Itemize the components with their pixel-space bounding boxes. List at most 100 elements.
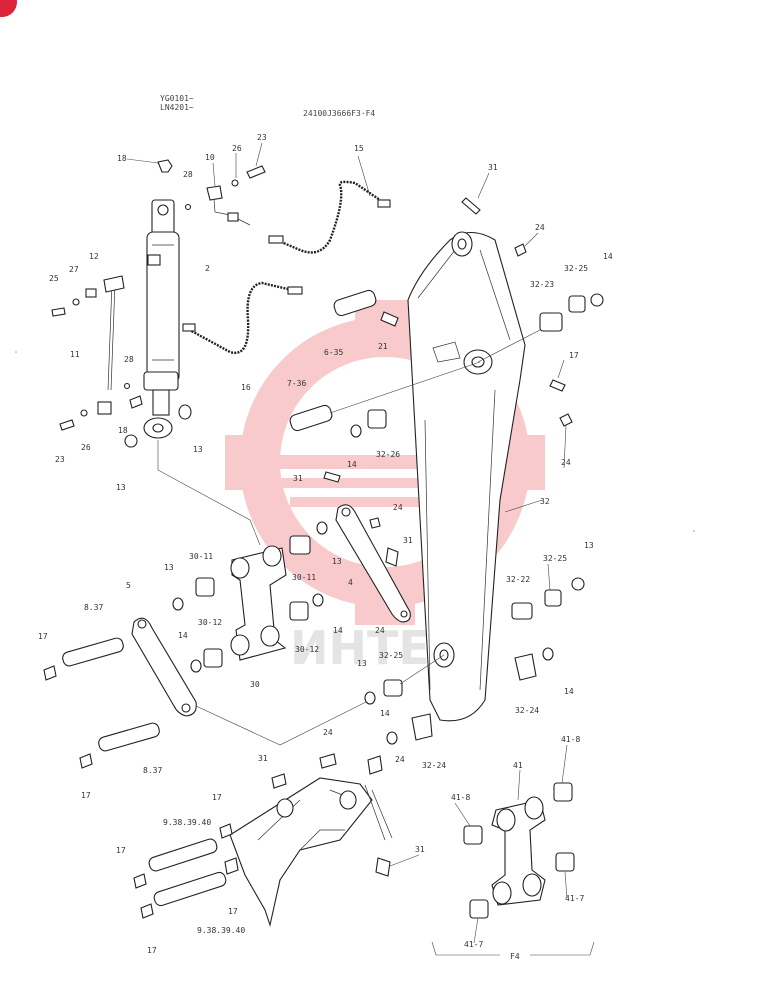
callout-label: 24 [393, 503, 403, 512]
callout-label: 14 [380, 709, 390, 718]
grease-fitting [157, 159, 173, 173]
pin-8-37-lower [98, 722, 160, 752]
callout-label: 30-11 [189, 552, 213, 561]
callout-label: 9.38.39.40 [197, 926, 245, 935]
callout-label: 17 [38, 632, 48, 641]
callout-label: 30-12 [295, 645, 319, 654]
callout-label: 32-23 [530, 280, 554, 289]
hydraulic-hose-15 [271, 180, 381, 254]
callout-label: 12 [89, 252, 99, 261]
callout-label: 13 [116, 483, 126, 492]
callout-label: 4 [348, 578, 353, 587]
callout-label: 41-8 [451, 793, 470, 802]
callout-label: 13 [193, 445, 203, 454]
serial-line-2: LN4201~ [160, 103, 194, 112]
callout-label: 14 [564, 687, 574, 696]
callout-label: 32 [540, 497, 550, 506]
callout-label: 30-12 [198, 618, 222, 627]
callout-label: 21 [378, 342, 388, 351]
callout-label: 24 [395, 755, 405, 764]
callout-label: 13 [332, 557, 342, 566]
pin-8-37-upper [62, 637, 124, 667]
group-label: F4 [510, 952, 520, 961]
callout-label: 24 [561, 458, 571, 467]
group-bracket [431, 941, 595, 956]
callout-label: 30-11 [292, 573, 316, 582]
callout-label: 32-24 [515, 706, 539, 715]
callout-label: 31 [293, 474, 303, 483]
pin-7-36 [289, 404, 333, 432]
link-5 [131, 617, 197, 717]
callout-label: 17 [116, 846, 126, 855]
callout-label: 13 [357, 659, 367, 668]
callout-label: 2 [205, 264, 210, 273]
callout-label: 13 [164, 563, 174, 572]
pin-9-38-lower [153, 871, 227, 907]
serial-line-1: YG0101~ [160, 94, 194, 103]
callout-label: 8.37 [84, 603, 103, 612]
pipe-fitting-10 [206, 185, 223, 201]
boom-arm [407, 231, 526, 722]
callout-label: 10 [205, 153, 215, 162]
callout-label: 7-36 [287, 379, 306, 388]
callout-label: 23 [55, 455, 65, 464]
callout-label: 41-7 [464, 940, 483, 949]
callout-label: 9.38.39.40 [163, 818, 211, 827]
callout-label: 31 [258, 754, 268, 763]
callout-label: 24 [323, 728, 333, 737]
callout-label: 32-24 [422, 761, 446, 770]
callout-label: 8.37 [143, 766, 162, 775]
callout-label: 5 [126, 581, 131, 590]
callout-label: 15 [354, 144, 364, 153]
callout-label: 14 [178, 631, 188, 640]
callout-labels: 18 10 26 23 15 28 2 31 12 27 25 24 14 32… [38, 133, 613, 955]
callout-label: 41-8 [561, 735, 580, 744]
callout-label: 25 [49, 274, 59, 283]
callout-label: 32-22 [506, 575, 530, 584]
callout-label: 16 [241, 383, 251, 392]
link-4 [335, 504, 411, 623]
callout-label: 24 [375, 626, 385, 635]
callout-label: 17 [147, 946, 157, 955]
callout-label: 31 [403, 536, 413, 545]
callout-label: 27 [69, 265, 79, 274]
callout-label: 13 [584, 541, 594, 550]
pin-9-38-upper [148, 838, 218, 872]
drawing-number: 24100J3666F3·F4 [303, 109, 375, 118]
callout-label: 31 [415, 845, 425, 854]
callout-label: 18 [117, 154, 127, 163]
callout-label: 32-25 [379, 651, 403, 660]
callout-label: 14 [347, 460, 357, 469]
callout-label: 17 [81, 791, 91, 800]
bucket-bracket [229, 753, 393, 928]
callout-label: 17 [569, 351, 579, 360]
callout-label: 6-35 [324, 348, 343, 357]
callout-label: 17 [228, 907, 238, 916]
corner-marker [0, 0, 17, 17]
callout-label: 32-25 [564, 264, 588, 273]
boom-cylinder [143, 199, 180, 439]
callout-label: 32-25 [543, 554, 567, 563]
callout-label: 41-7 [565, 894, 584, 903]
callout-label: 31 [488, 163, 498, 172]
callout-label: 24 [535, 223, 545, 232]
pin-6-35 [333, 289, 377, 317]
callout-label: 26 [81, 443, 91, 452]
callout-label: 32-26 [376, 450, 400, 459]
callout-label: 14 [333, 626, 343, 635]
bracket-30 [230, 545, 287, 661]
callout-label: 18 [118, 426, 128, 435]
callout-label: 28 [124, 355, 134, 364]
callout-label: 41 [513, 761, 523, 770]
callout-label: 17 [212, 793, 222, 802]
hydraulic-hose-16 [185, 281, 293, 355]
callout-label: 23 [257, 133, 267, 142]
callout-label: 26 [232, 144, 242, 153]
callout-label: 28 [183, 170, 193, 179]
link-assembly-41 [491, 796, 546, 906]
callout-label: 30 [250, 680, 260, 689]
callout-label: 14 [603, 252, 613, 261]
callout-label: 11 [70, 350, 80, 359]
pipe-rod-11 [107, 282, 116, 391]
